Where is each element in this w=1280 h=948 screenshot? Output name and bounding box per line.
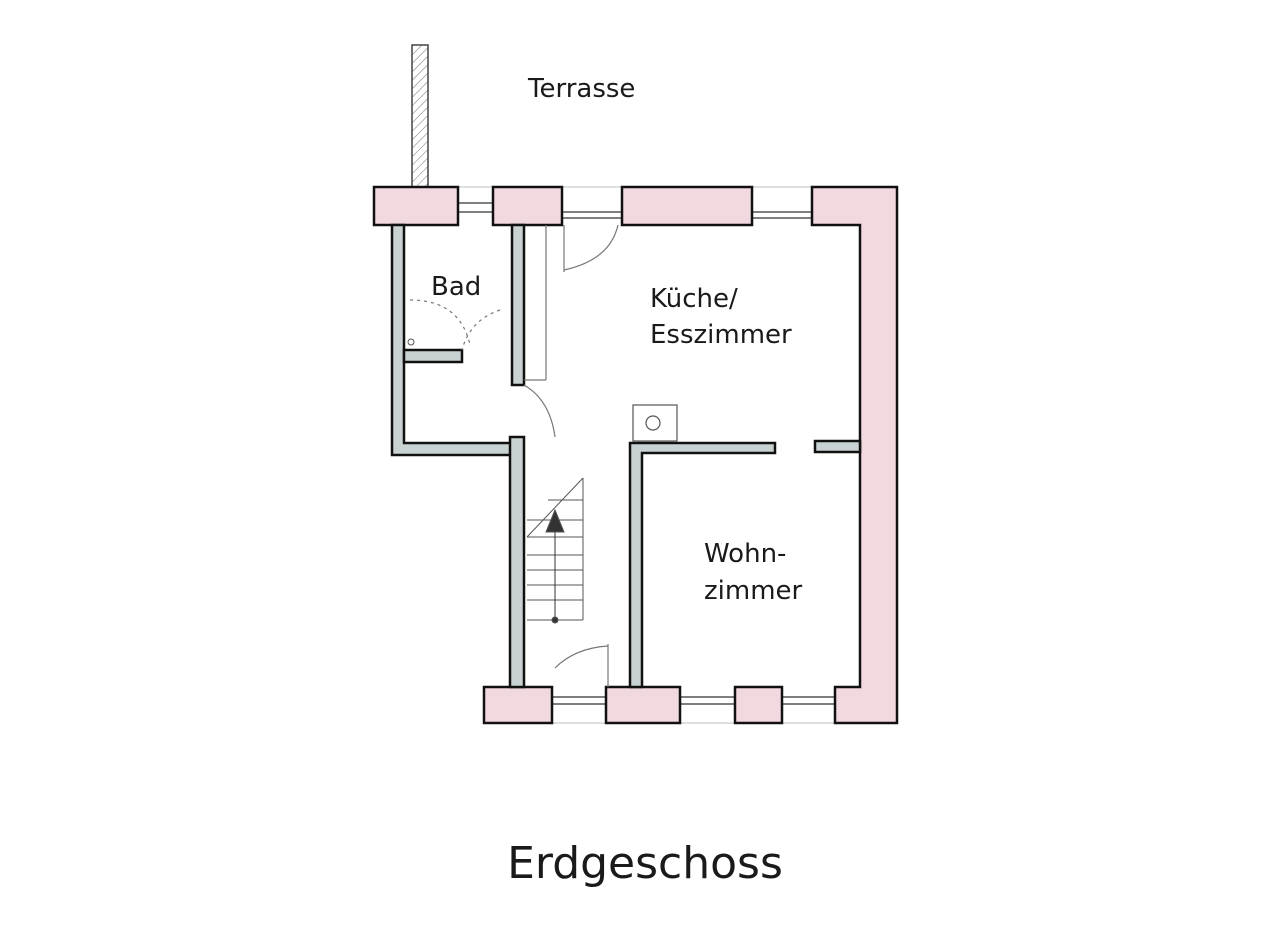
living-label-line2: zimmer [704,576,803,606]
kitchen-label-line2: Esszimmer [650,320,792,350]
drain-icon [407,338,415,346]
terrace-label: Terrasse [528,74,636,104]
terrace-fence [411,44,429,188]
door-swings [409,224,619,687]
staircase [526,477,584,624]
bath-label: Bad [431,272,482,302]
kitchen-label-line1: Küche/ [650,284,738,314]
floor-title: Erdgeschoss [507,838,783,889]
interior-walls [390,223,862,689]
exterior-walls [372,185,899,725]
stair-arrow-icon [545,508,565,533]
living-label-line1: Wohn- [704,539,787,569]
chimney [632,404,678,442]
